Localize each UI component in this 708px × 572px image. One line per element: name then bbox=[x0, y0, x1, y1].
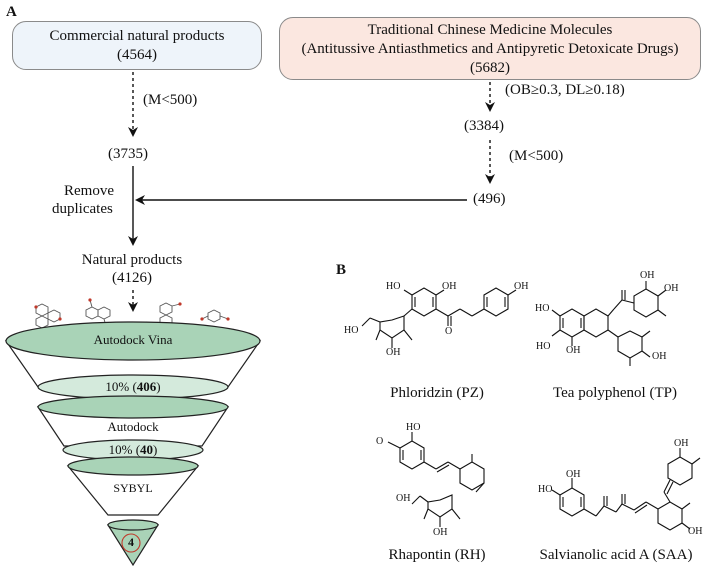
funnel-label-vina: Autodock Vina bbox=[93, 332, 173, 347]
commercial-count: (4564) bbox=[117, 47, 157, 63]
commercial-mw-filter: (M<500) bbox=[143, 92, 198, 108]
atom-saa-oh: OH bbox=[566, 469, 581, 480]
tcm-mw-filter: (M<500) bbox=[509, 148, 564, 164]
atom-tp-oh-top: OH bbox=[640, 270, 655, 281]
natural-products-count: (4126) bbox=[112, 270, 152, 286]
atom-pz-oh-sugar: OH bbox=[386, 347, 401, 358]
atom-saa-ho: HO bbox=[538, 484, 553, 495]
funnel-label-sybyl: SYBYL bbox=[113, 481, 153, 495]
funnel-label-autodock: Autodock bbox=[107, 419, 159, 434]
funnel-top-autodock bbox=[37, 395, 229, 419]
atom-pz-oh-1: OH bbox=[442, 281, 457, 292]
atom-tp-ho: HO bbox=[535, 303, 550, 314]
funnel-top-sybyl bbox=[67, 456, 199, 476]
atom-tp-oh: OH bbox=[566, 345, 581, 356]
panel-label-b: B bbox=[336, 262, 347, 278]
atom-tp-oh-low: OH bbox=[652, 351, 667, 362]
funnel-num-406: 406 bbox=[136, 379, 157, 394]
funnel-top-vina bbox=[5, 321, 261, 361]
atom-saa-oh-low: OH bbox=[688, 526, 703, 537]
label-salvianolic-acid-a: Salvianolic acid A (SAA) bbox=[539, 547, 693, 563]
tcm-line2: (Antitussive Antiasthmetics and Antipyre… bbox=[301, 41, 679, 57]
funnel-num-40: 40 bbox=[140, 442, 154, 457]
structure-salvianolic-acid-a bbox=[551, 448, 701, 531]
commercial-title: Commercial natural products bbox=[49, 28, 225, 44]
final-count-circle bbox=[121, 533, 141, 553]
label-rhapontin: Rhapontin (RH) bbox=[388, 547, 486, 563]
funnel-tip-top bbox=[107, 519, 159, 531]
atom-saa-oh-top: OH bbox=[674, 438, 689, 449]
funnel-pct-40: 10% ( bbox=[108, 442, 141, 457]
commercial-filtered-count: (3735) bbox=[108, 146, 148, 162]
funnel-close-40: ) bbox=[153, 442, 158, 457]
structure-tea-polyphenol bbox=[551, 281, 667, 366]
commercial-products-box: Commercial natural products (4564) bbox=[12, 21, 262, 70]
tcm-filtered-count-1: (3384) bbox=[464, 118, 504, 134]
remove-duplicates-line2: duplicates bbox=[52, 201, 113, 217]
atom-tp-ho-2: HO bbox=[536, 341, 551, 352]
atom-rh-oh: OH bbox=[396, 493, 411, 504]
tcm-ob-dl-filter: (OB≥0.3, DL≥0.18) bbox=[505, 82, 625, 98]
funnel-final-count: 4 bbox=[128, 535, 134, 549]
atom-rh-ho: HO bbox=[406, 422, 421, 433]
label-phloridzin: Phloridzin (PZ) bbox=[390, 385, 484, 401]
atom-pz-ho-sugar: HO bbox=[344, 325, 359, 336]
tcm-molecules-box: Traditional Chinese Medicine Molecules (… bbox=[279, 17, 701, 80]
remove-duplicates-line1: Remove bbox=[64, 183, 114, 199]
funnel-pct-406: 10% ( bbox=[105, 379, 137, 394]
natural-products-title: Natural products bbox=[81, 252, 183, 268]
atom-tp-oh-right: OH bbox=[664, 283, 679, 294]
structure-phloridzin bbox=[361, 287, 517, 348]
screening-funnel bbox=[4, 321, 262, 567]
funnel-label-40: 10% (40) bbox=[60, 442, 206, 458]
atom-pz-ho: HO bbox=[386, 281, 401, 292]
tcm-line1: Traditional Chinese Medicine Molecules bbox=[367, 22, 613, 38]
label-tea-polyphenol: Tea polyphenol (TP) bbox=[553, 385, 677, 401]
atom-pz-oh-2: OH bbox=[514, 281, 529, 292]
atom-rh-oh-low: OH bbox=[433, 527, 448, 538]
tcm-count: (5682) bbox=[470, 60, 510, 76]
funnel-close-406: ) bbox=[156, 379, 161, 394]
tcm-filtered-count-2: (496) bbox=[473, 191, 506, 207]
atom-rh-o: O bbox=[376, 436, 384, 447]
structure-rhapontin bbox=[387, 432, 485, 527]
atom-pz-o: O bbox=[445, 326, 453, 337]
funnel-label-406: 10% (406) bbox=[60, 379, 206, 395]
panel-label-a: A bbox=[6, 4, 17, 20]
